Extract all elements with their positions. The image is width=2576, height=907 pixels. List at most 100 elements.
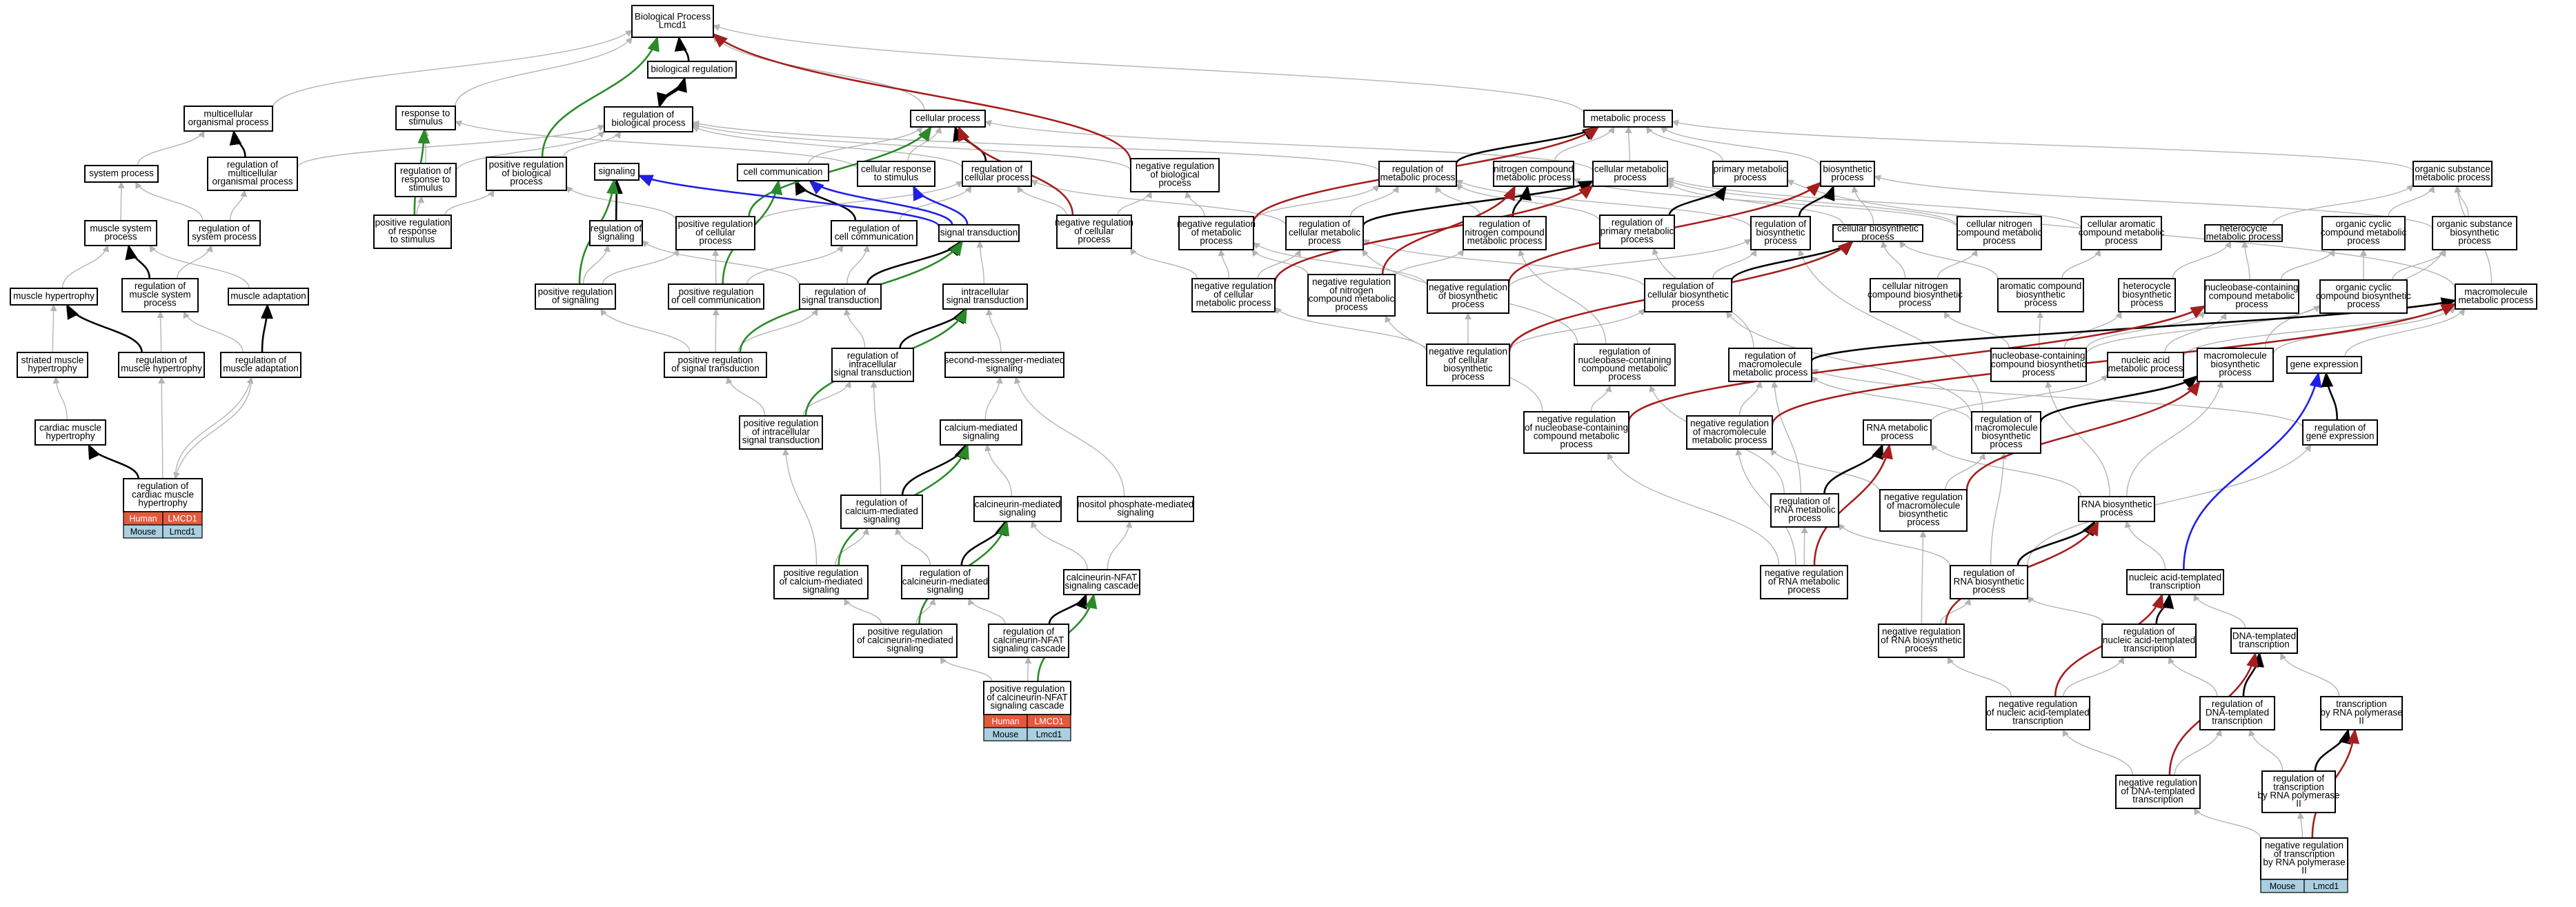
term-node-signaling[interactable]: signaling (594, 163, 640, 181)
term-node-regcalcineurin[interactable]: regulation ofcalcineurin-mediatedsignali… (901, 565, 989, 599)
term-node-muscadapt[interactable]: muscle adaptation (228, 288, 309, 306)
term-node-bioreg[interactable]: biological regulation (647, 61, 737, 79)
term-node-cellcomm[interactable]: cell communication (737, 163, 829, 181)
term-node-sysproc[interactable]: system process (84, 165, 159, 183)
term-node-cellproc[interactable]: cellular process (910, 110, 986, 128)
term-node-regnuclcont[interactable]: regulation ofnucleobase-containingcompou… (1574, 343, 1676, 386)
term-node-metab[interactable]: metabolic process (1583, 110, 1673, 128)
term-node-geneexp[interactable]: gene expression (2286, 356, 2362, 374)
term-node-musch[interactable]: muscle hypertrophy (10, 288, 98, 306)
term-node-sigtrans[interactable]: signal transduction (938, 224, 1020, 242)
